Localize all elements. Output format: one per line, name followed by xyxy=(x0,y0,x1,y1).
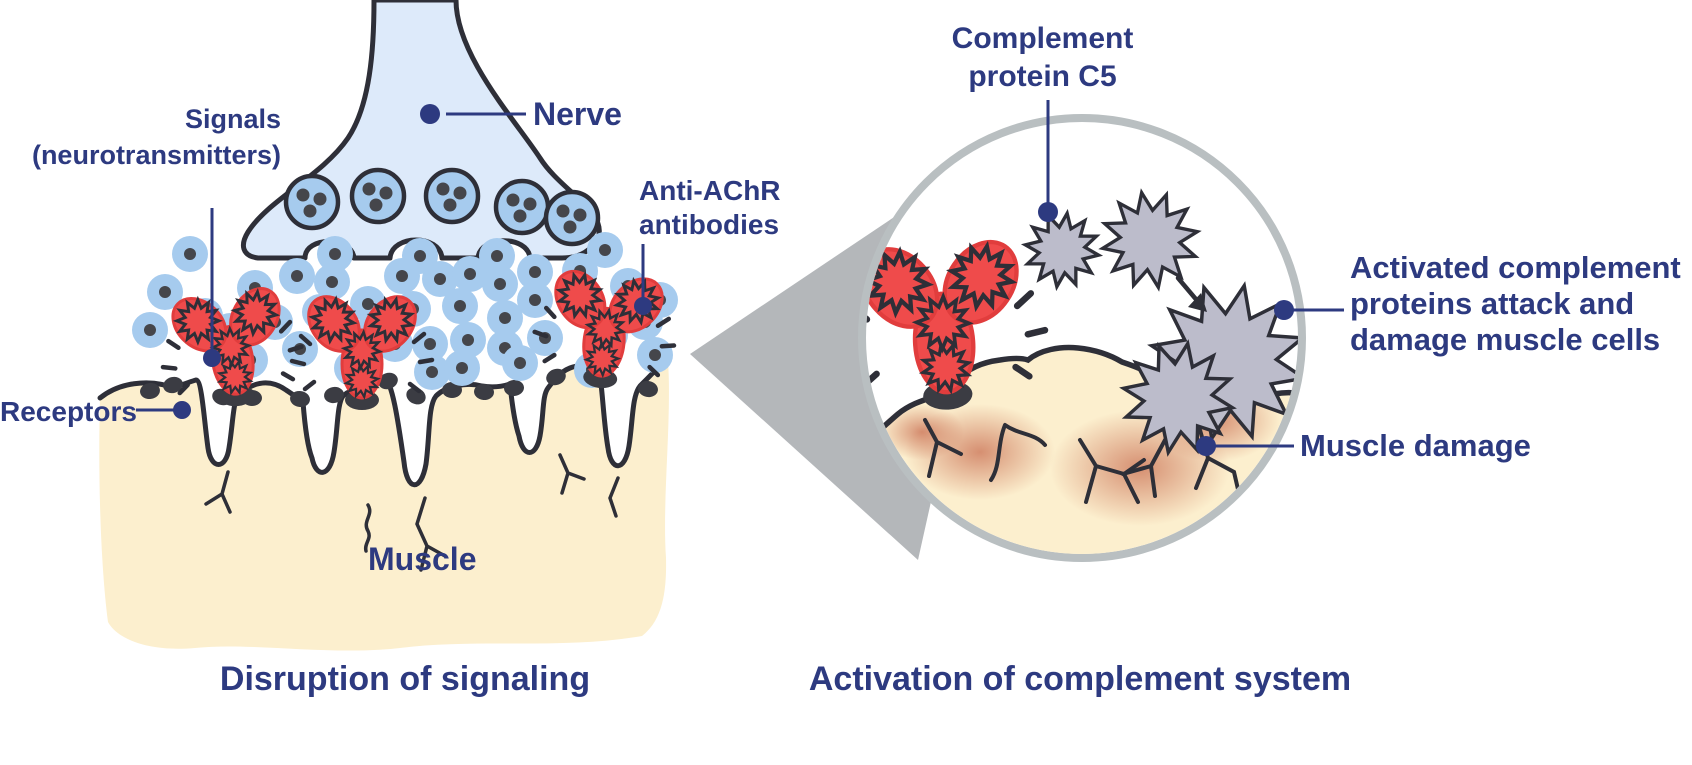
muscle-shape xyxy=(99,354,671,651)
complement-c5-label: Complement protein C5 xyxy=(900,20,1185,96)
crack-icon xyxy=(923,418,1242,504)
crack-icon xyxy=(204,453,620,572)
complement-c5-line2: protein C5 xyxy=(968,60,1117,93)
receptors-label: Receptors xyxy=(0,396,137,427)
arrow-icon xyxy=(1175,275,1207,312)
muscle-label: Muscle xyxy=(368,541,477,577)
signals-label-line2: (neurotransmitters) xyxy=(31,140,281,170)
anti-achr-line1: Anti-AChR xyxy=(639,175,781,206)
nerve-label: Nerve xyxy=(533,96,622,132)
activated-complement-label: Activated complement proteins attack and… xyxy=(1350,250,1681,358)
signals-label-line1: Signals xyxy=(184,104,281,134)
activated-line1: Activated complement xyxy=(1350,250,1681,285)
signals-label: Signals (neurotransmitters) xyxy=(0,101,281,173)
anti-achr-line2: antibodies xyxy=(639,209,780,240)
left-panel-title: Disruption of signaling xyxy=(219,660,591,698)
muscle-damage-label: Muscle damage xyxy=(1300,428,1531,463)
activated-line2: proteins attack and xyxy=(1350,286,1635,321)
right-panel-title: Activation of complement system xyxy=(808,660,1352,698)
leader-lines xyxy=(136,100,1344,456)
anti-achr-antibodies-label: Anti-AChR antibodies xyxy=(639,174,781,242)
activated-line3: damage muscle cells xyxy=(1350,322,1661,357)
complement-c5-line1: Complement xyxy=(951,22,1134,55)
